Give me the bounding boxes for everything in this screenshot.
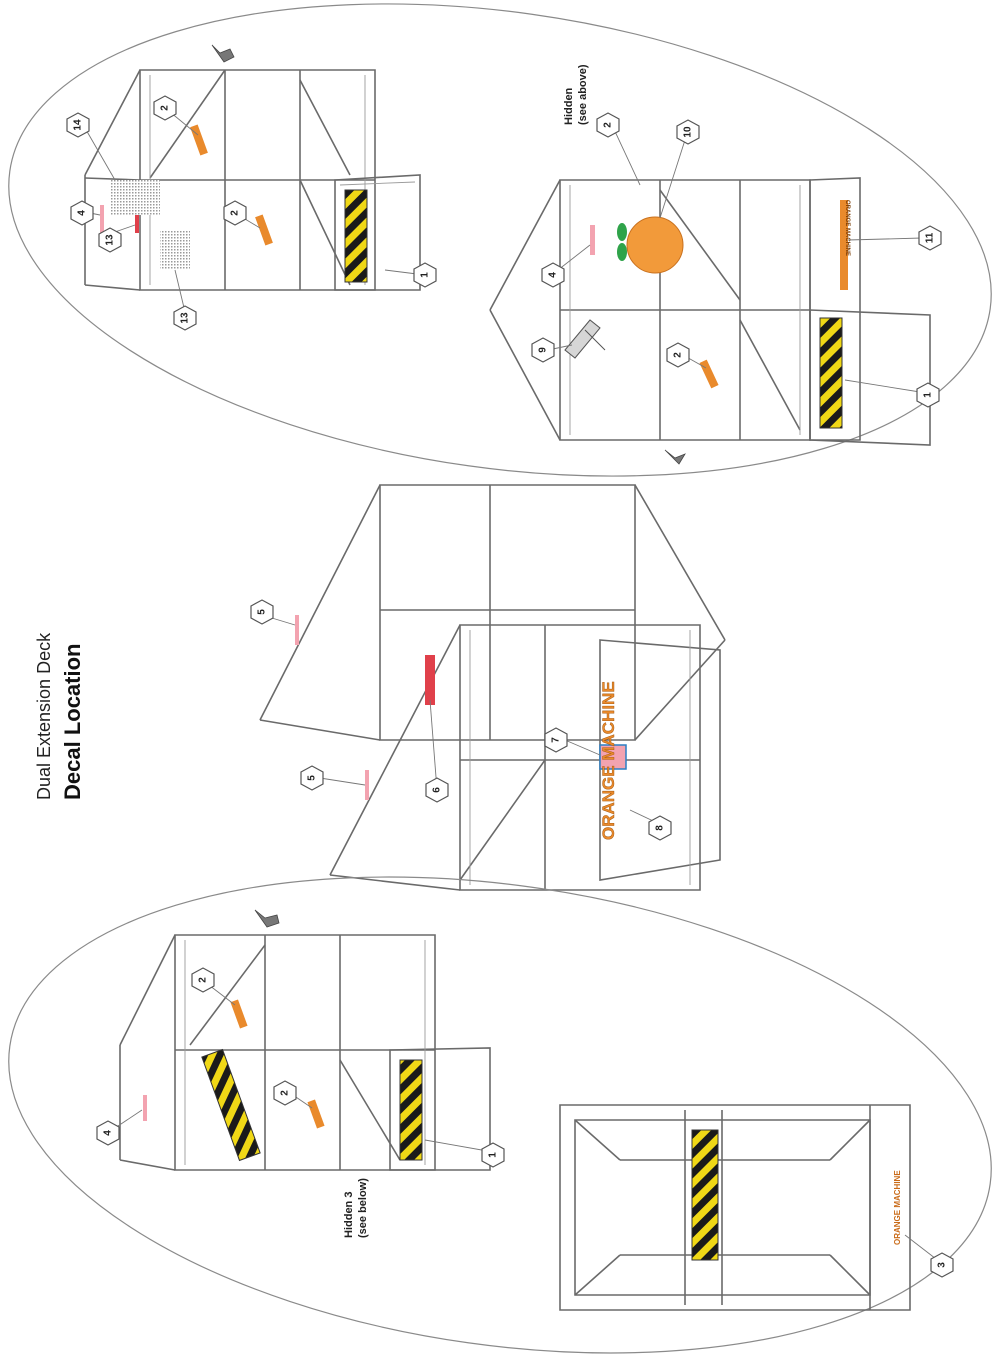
callout-4c-label: 4 <box>103 1130 114 1136</box>
decal-2f <box>307 1099 325 1129</box>
note-hidden-see-below: Hidden 3 (see below) <box>343 1178 369 1238</box>
hazard-strip-diagonal <box>201 1048 261 1162</box>
callout-5a: 5 <box>250 599 274 625</box>
callout-2f-label: 2 <box>280 1090 291 1096</box>
callout-13b: 13 <box>173 305 197 331</box>
note-hidden-above-line2: (see above) <box>577 64 589 125</box>
callout-5a-label: 5 <box>257 609 268 615</box>
note-hidden-above-line1: Hidden <box>563 87 575 125</box>
decal-6 <box>425 655 435 705</box>
callout-2e-label: 2 <box>198 977 209 983</box>
deck-frame-center <box>259 484 726 891</box>
callout-4a-label: 4 <box>77 210 88 216</box>
callout-10: 10 <box>676 119 700 145</box>
callout-1c: 1 <box>481 1142 505 1168</box>
callout-4b-label: 4 <box>548 272 559 278</box>
title-block: Dual Extension Deck Decal Location <box>34 632 85 800</box>
decal-4b <box>590 225 595 255</box>
callout-9-label: 9 <box>538 347 549 353</box>
hazard-strip-underside <box>691 1129 719 1261</box>
callout-8-label: 8 <box>655 825 666 831</box>
top-group-ellipse <box>8 3 992 477</box>
callout-7-label: 7 <box>551 737 562 743</box>
callout-5b-label: 5 <box>307 775 318 781</box>
deck-frame-top-lower <box>489 177 931 446</box>
callout-6: 6 <box>425 777 449 803</box>
callout-14-label: 14 <box>73 119 84 131</box>
title-main: Decal Location <box>60 644 85 800</box>
hazard-strip-1a <box>344 189 368 283</box>
callout-13a: 13 <box>98 227 122 253</box>
callout-4c: 4 <box>96 1120 120 1146</box>
callouts: 1 2 2 4 13 13 14 1 <box>66 95 954 1278</box>
callout-5b: 5 <box>300 765 324 791</box>
callout-2c: 2 <box>666 342 690 368</box>
callout-13b-label: 13 <box>180 312 191 324</box>
callout-6-label: 6 <box>432 787 443 793</box>
callout-1a-label: 1 <box>420 272 431 278</box>
underside-view <box>559 1104 911 1311</box>
handle-9 <box>564 319 606 359</box>
callout-2f: 2 <box>273 1080 297 1106</box>
callout-1b-label: 1 <box>923 392 934 398</box>
mesh-panel-13a <box>160 230 190 270</box>
decal-4a <box>100 205 104 233</box>
callout-7: 7 <box>544 727 568 753</box>
callout-14: 14 <box>66 112 90 138</box>
callout-2b: 2 <box>223 200 247 226</box>
callout-4b: 4 <box>541 262 565 288</box>
decal-2a <box>190 124 208 156</box>
callout-2d-label: 2 <box>603 122 614 128</box>
decal-13-small <box>135 215 139 233</box>
title-subtitle: Dual Extension Deck <box>34 632 54 800</box>
note-hidden-below-line1: Hidden 3 <box>343 1192 355 1238</box>
callout-2b-label: 2 <box>230 210 241 216</box>
deck-frame-bottom <box>119 934 491 1171</box>
callout-3-label: 3 <box>937 1262 948 1268</box>
callout-13a-label: 13 <box>105 234 116 246</box>
decal-7 <box>599 744 627 770</box>
note-hidden-below-line2: (see below) <box>357 1178 369 1238</box>
callout-8: 8 <box>648 815 672 841</box>
callout-11-label: 11 <box>925 232 936 243</box>
decal-2c <box>699 359 719 389</box>
hazard-strip-1c <box>399 1059 423 1161</box>
decal-11-text: ORANGE MACHINE <box>844 200 850 256</box>
callout-2a: 2 <box>153 95 177 121</box>
callout-9: 9 <box>531 337 555 363</box>
note-hidden-see-above: Hidden (see above) <box>563 64 589 125</box>
decal-5a <box>295 615 299 645</box>
callout-10-label: 10 <box>683 126 694 138</box>
decal-2e <box>230 999 248 1029</box>
callout-1c-label: 1 <box>488 1152 499 1158</box>
mesh-panel-14 <box>110 180 160 215</box>
hazard-strip-1b <box>819 317 843 429</box>
callout-4a: 4 <box>70 200 94 226</box>
callout-11: 11 <box>918 225 942 251</box>
latch-top-a <box>211 44 235 63</box>
callout-3: 3 <box>930 1252 954 1278</box>
latch-top-b <box>664 449 686 465</box>
decal-4c <box>143 1095 147 1121</box>
bottom-group-ellipse <box>8 876 992 1354</box>
decal-11-strip <box>840 200 848 290</box>
orange-fruit-decal <box>617 216 684 274</box>
callout-2a-label: 2 <box>160 105 171 111</box>
decal-5b <box>365 770 369 800</box>
decal-3-text: ORANGE MACHINE <box>893 1170 902 1245</box>
callout-2c-label: 2 <box>673 352 684 358</box>
decal-2b <box>255 214 273 246</box>
decal-8-brand: ORANGE MACHINE <box>599 681 618 840</box>
callout-1a: 1 <box>413 262 437 288</box>
callout-1b: 1 <box>916 382 940 408</box>
callout-2d: 2 <box>596 112 620 138</box>
callout-2e: 2 <box>191 967 215 993</box>
latch-bottom <box>254 909 280 928</box>
